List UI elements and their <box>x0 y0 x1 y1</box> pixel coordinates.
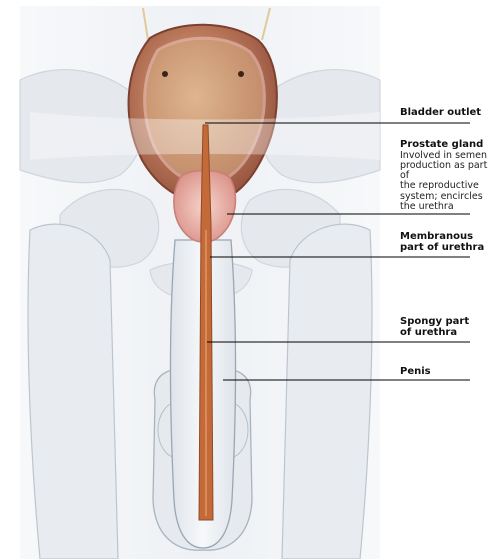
ureteric-orifice-right <box>238 71 244 77</box>
label-membranous-line: Membranous <box>400 232 484 243</box>
label-membranous: Membranous part of urethra <box>400 232 484 253</box>
label-penis-title: Penis <box>400 367 431 378</box>
ureteric-orifice-left <box>162 71 168 77</box>
label-spongy-line: of urethra <box>400 328 469 339</box>
label-prostate-desc-line: the urethra <box>400 202 498 212</box>
label-spongy: Spongy part of urethra <box>400 317 469 338</box>
label-spongy-line: Spongy part <box>400 317 469 328</box>
label-penis: Penis <box>400 367 431 378</box>
label-membranous-line: part of urethra <box>400 243 484 254</box>
label-prostate-gland: Prostate gland Involved in semen product… <box>400 140 498 212</box>
label-bladder-outlet-title: Bladder outlet <box>400 108 481 119</box>
label-bladder-outlet: Bladder outlet <box>400 108 481 119</box>
label-prostate-title: Prostate gland <box>400 140 498 151</box>
label-prostate-desc-line: production as part of <box>400 161 498 182</box>
